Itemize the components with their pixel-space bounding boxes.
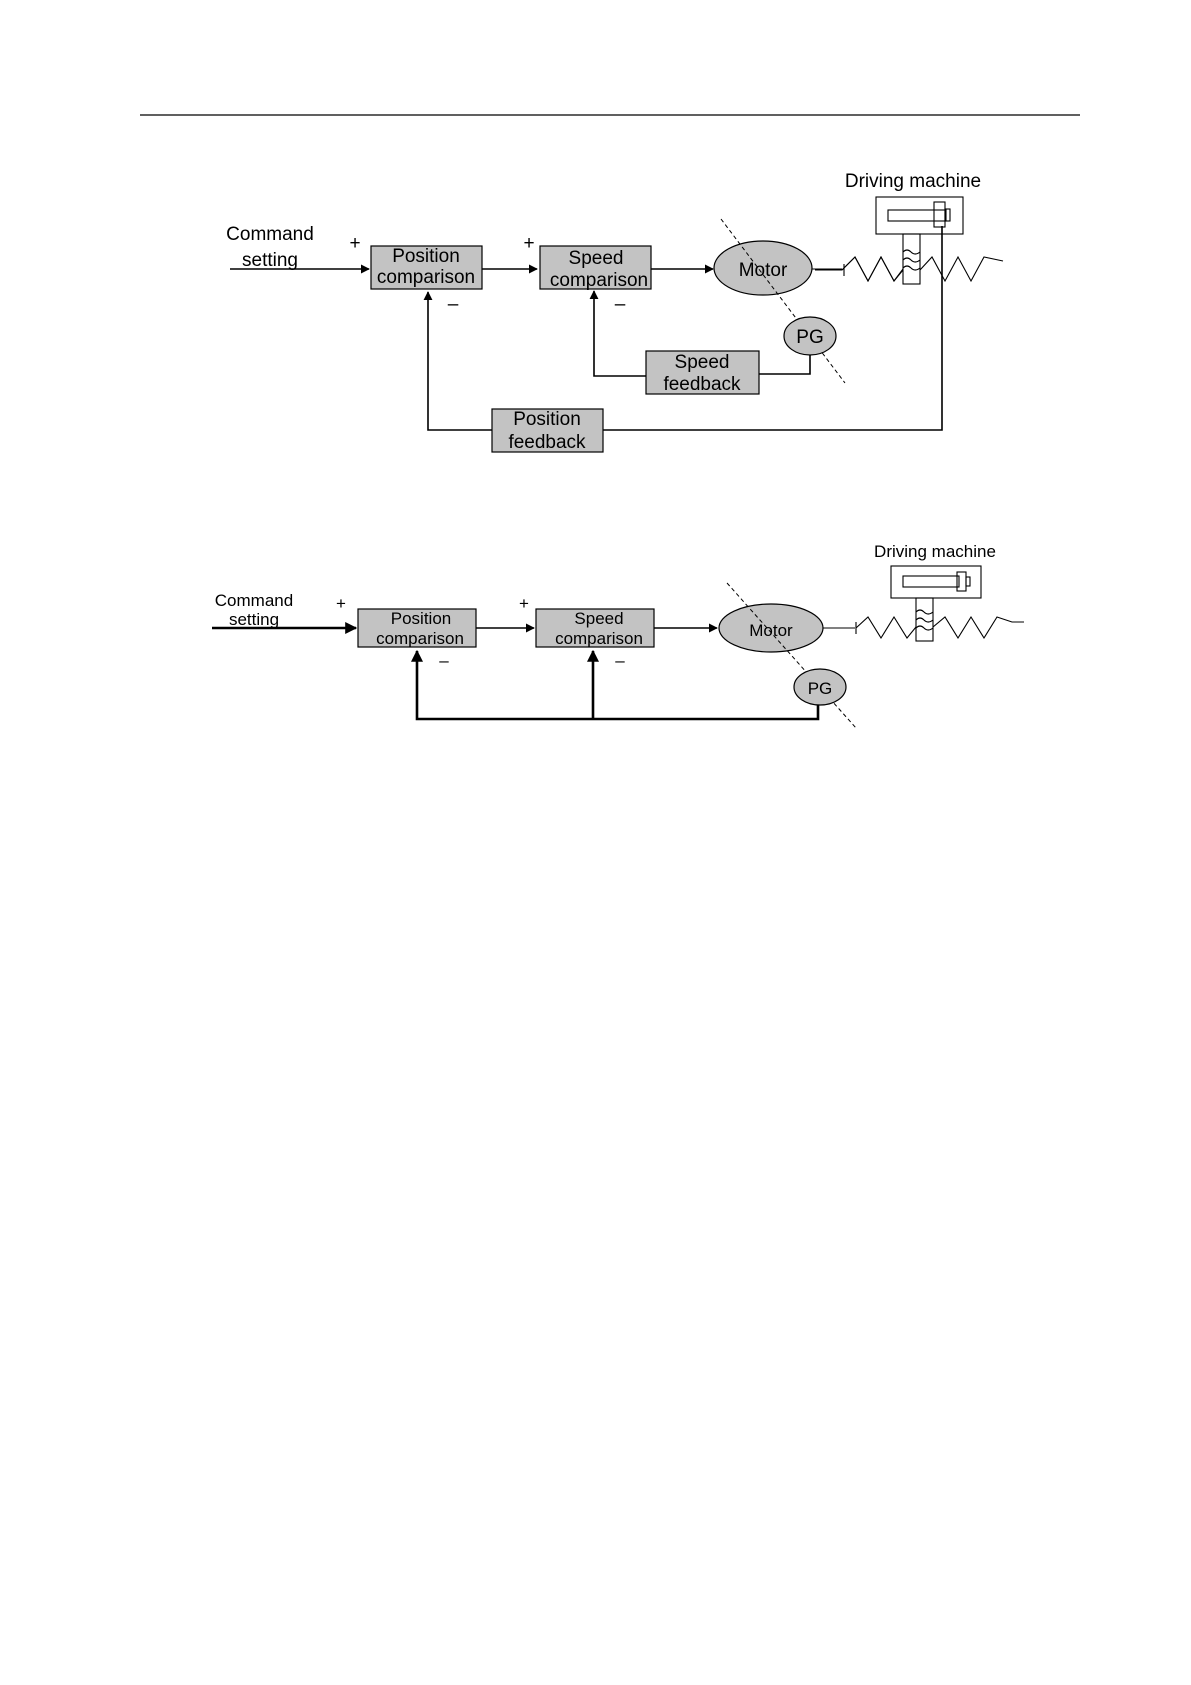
- position-comparison-label-2: comparison: [377, 267, 475, 288]
- diagram-1: Driving machine Command setting + Positi…: [226, 171, 1003, 453]
- driving-machine-label: Driving machine: [874, 542, 996, 561]
- position-comparison-label-1: Position: [391, 609, 451, 628]
- plus-sign-speed: +: [523, 233, 534, 254]
- speed-comparison-label-1: Speed: [574, 609, 623, 628]
- position-feedback-label-1: Position: [513, 409, 581, 430]
- plus-sign-position: +: [336, 594, 346, 613]
- command-setting-label-1: Command: [226, 224, 314, 245]
- position-feedback-arrow: [428, 292, 492, 430]
- driving-machine-graphic: [891, 566, 981, 641]
- pg-label: PG: [796, 327, 823, 348]
- speed-comparison-label-2: comparison: [555, 629, 643, 648]
- lead-screw-right: [920, 257, 1003, 281]
- minus-sign-position: –: [448, 294, 459, 315]
- driving-machine-label: Driving machine: [845, 171, 981, 192]
- motor-label: Motor: [749, 621, 793, 640]
- speed-comparison-label-1: Speed: [569, 248, 624, 269]
- lead-screw-right: [933, 617, 1024, 638]
- pg-to-speed-feedback-line: [759, 355, 810, 374]
- speed-feedback-label-2: feedback: [663, 374, 741, 395]
- position-comparison-label-2: comparison: [376, 629, 464, 648]
- command-setting-label-2: setting: [242, 250, 298, 271]
- speed-feedback-label-1: Speed: [675, 352, 730, 373]
- lead-screw: [856, 617, 916, 638]
- minus-sign-speed: –: [615, 294, 626, 315]
- speed-comparison-label-2: comparison: [550, 270, 648, 291]
- pg-label: PG: [808, 679, 833, 698]
- plus-sign-speed: +: [519, 594, 529, 613]
- shaft-axis-dashed: [727, 583, 856, 728]
- diagram-2: Driving machine Command setting + Positi…: [212, 542, 1024, 728]
- minus-sign-position: –: [439, 651, 449, 670]
- command-setting-label-2: setting: [229, 610, 279, 629]
- plus-sign-position: +: [349, 233, 360, 254]
- position-feedback-label-2: feedback: [508, 432, 586, 453]
- command-setting-label-1: Command: [215, 591, 293, 610]
- motor-label: Motor: [739, 260, 788, 281]
- minus-sign-speed: –: [615, 651, 625, 670]
- position-comparison-label-1: Position: [392, 246, 460, 267]
